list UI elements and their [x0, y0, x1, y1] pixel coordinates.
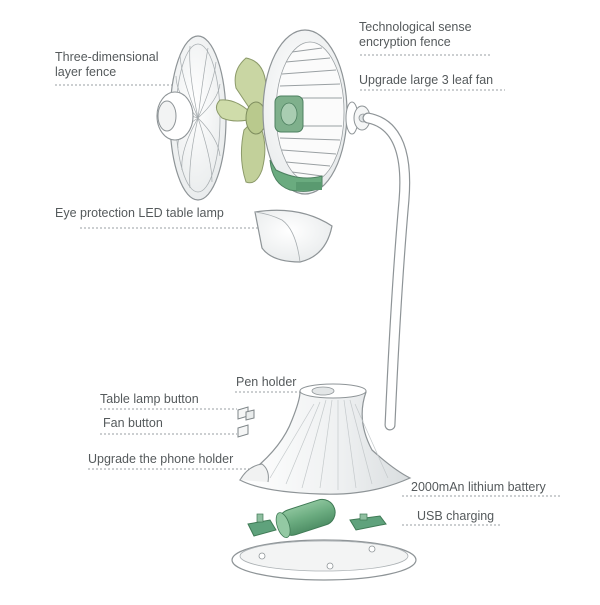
label-three-dimensional-fence-line-2: layer fence — [55, 65, 117, 79]
bottom-cover — [231, 539, 417, 581]
label-pen-holder: Pen holder — [236, 375, 297, 389]
label-phone-holder: Upgrade the phone holder — [88, 452, 234, 466]
neck-joint — [345, 101, 371, 135]
label-usb: USB charging — [417, 509, 495, 523]
label-encryption-fence-line-2: encryption fence — [359, 35, 451, 49]
label-fan-button: Fan button — [103, 416, 163, 430]
label-led-lamp: Eye protection LED table lamp — [55, 206, 224, 220]
gooseneck — [362, 112, 411, 431]
label-battery: 2000mAn lithium battery — [411, 480, 546, 494]
label-encryption-fence: Technological sense encryption fence — [359, 20, 472, 50]
label-three-dimensional-fence-line-1: Three-dimensional — [55, 50, 159, 64]
fan-blade — [216, 57, 267, 184]
base-body — [238, 383, 412, 495]
leader-lines — [55, 54, 560, 526]
button-caps — [237, 406, 255, 438]
label-lamp-button: Table lamp button — [100, 392, 199, 406]
label-three-dimensional-fence: Three-dimensional layer fence — [55, 50, 159, 80]
front-grille — [156, 35, 227, 201]
label-encryption-fence-line-1: Technological sense — [359, 20, 472, 34]
label-fan-blade: Upgrade large 3 leaf fan — [359, 73, 494, 87]
battery-and-pcbs — [247, 498, 387, 545]
led-lamp-shell — [254, 209, 333, 263]
rear-housing — [262, 29, 348, 195]
